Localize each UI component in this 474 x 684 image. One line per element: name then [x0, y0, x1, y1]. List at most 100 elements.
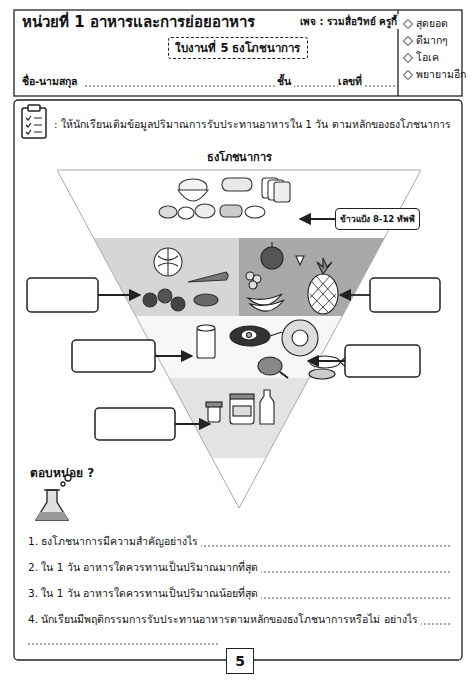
protein-foods	[282, 320, 318, 356]
fruit-foods	[248, 294, 282, 305]
rating-diamond	[404, 19, 413, 28]
vegetable-foods	[188, 272, 228, 282]
section-heading: ตอบหน่อย ?	[30, 466, 97, 481]
question-text: 2. ใน 1 วัน อาหารใดควรทานเป็นปริมาณมากที…	[28, 560, 261, 575]
clipboard-icon	[22, 108, 46, 138]
flask-icon	[44, 489, 60, 490]
fat-sugar-foods	[208, 406, 220, 422]
vegetable-foods	[143, 293, 157, 307]
leader-arrow	[300, 218, 335, 220]
rating-row: พยายามอีก	[403, 66, 461, 83]
answer-box	[72, 340, 155, 372]
protein-foods	[280, 372, 288, 378]
flask-icon	[36, 512, 68, 520]
fruit-foods	[261, 247, 283, 269]
rating-option: ดีมากๆ	[416, 32, 448, 49]
fruit-foods	[246, 272, 254, 280]
rating-diamond	[404, 70, 413, 79]
fat-sugar-foods	[206, 402, 222, 407]
fat-sugar-foods	[260, 390, 274, 424]
protein-foods	[197, 325, 215, 331]
grain-foods	[220, 205, 242, 217]
node-text: ข้าวแป้ง 8-12 ทัพพี	[340, 212, 415, 226]
fruit-foods	[271, 242, 272, 247]
rating-option: โอเค	[416, 49, 439, 66]
fruit-foods	[317, 258, 332, 274]
grain-foods	[179, 179, 207, 195]
rating-option: สุดยอด	[416, 15, 448, 32]
fruit-foods	[250, 300, 284, 311]
grain-foods	[245, 206, 265, 218]
field-label: เลขที่	[338, 74, 365, 89]
flask-icon	[65, 475, 71, 481]
protein-foods	[309, 369, 335, 379]
pyramid-band	[57, 238, 239, 316]
pyramid-band	[57, 316, 421, 378]
question-text: 1. ธงโภชนาการมีความสำคัญอย่างไร	[28, 534, 201, 549]
clipboard-icon	[28, 105, 40, 111]
question-text: 3. ใน 1 วัน อาหารใดควรทานเป็นปริมาณน้อยท…	[28, 586, 261, 601]
question-text: 4. นักเรียนมีพฤติกรรมการรับประทานอาหารตา…	[28, 612, 421, 627]
fat-sugar-foods	[206, 390, 274, 424]
worksheet-title: หน่วยที่ 1 อาหารและการย่อยอาหาร	[22, 12, 255, 32]
grain-foods	[262, 178, 278, 198]
protein-foods	[258, 357, 282, 375]
rating-row: โอเค	[403, 49, 461, 66]
clipboard-icon	[22, 105, 46, 138]
pyramid-bands	[57, 170, 421, 510]
flask-icon	[61, 482, 65, 486]
grain-foods	[178, 190, 208, 201]
rating-diamond	[404, 53, 413, 62]
protein-foods	[270, 332, 282, 336]
page-credit: เพจ : รวมสื่อวิทย์ ครูกี้	[300, 14, 400, 29]
rating-diamond	[403, 53, 413, 63]
page-number-box: 5	[226, 648, 254, 674]
answer-box	[370, 278, 440, 312]
answer-box	[345, 345, 420, 377]
leader-arrow	[155, 355, 192, 357]
clipboard-icon	[26, 116, 42, 134]
pyramid-band	[57, 458, 421, 510]
header-frame	[14, 10, 462, 96]
fat-sugar-foods	[230, 394, 254, 399]
fruit-foods	[308, 274, 338, 314]
pyramid-border	[57, 170, 421, 508]
grain-foods	[274, 182, 290, 202]
pyramid-heading: ธงโภชนาการ	[57, 150, 421, 166]
fat-sugar-foods	[230, 398, 254, 424]
grain-foods	[159, 178, 290, 219]
rating-diamond	[403, 19, 413, 29]
protein-foods	[310, 356, 340, 368]
node-text: 5	[235, 653, 245, 669]
rating-box: สุดยอดดีมากๆโอเคพยายามอีก	[399, 11, 461, 95]
protein-foods	[230, 326, 270, 346]
answer-box	[27, 278, 98, 312]
answer-line	[28, 86, 450, 644]
flask-icon	[36, 490, 68, 520]
field-label: ชื่อ-นามสกุล	[22, 74, 80, 89]
vegetable-foods	[158, 289, 172, 303]
answer-box	[27, 278, 440, 440]
protein-foods	[340, 356, 347, 368]
grain-foods	[178, 207, 194, 219]
fruit-foods	[253, 275, 261, 283]
leader-arrow	[98, 294, 140, 296]
rating-diamond	[404, 36, 413, 45]
leader-arrow	[308, 360, 345, 362]
vegetable-foods	[143, 248, 228, 311]
leader-arrow	[98, 219, 370, 424]
protein-foods	[292, 330, 308, 346]
answer-line	[28, 644, 220, 645]
worksheet-box: ใบงานที่ 5 ธงโภชนาการ	[168, 37, 308, 59]
pyramid-band	[57, 378, 421, 458]
grain-foods	[159, 206, 177, 218]
rating-diamond	[403, 36, 413, 46]
vegetable-foods	[171, 297, 185, 311]
rating-option: พยายามอีก	[416, 66, 466, 83]
content-frame	[14, 100, 462, 660]
vegetable-foods	[158, 248, 178, 276]
leader-arrow	[340, 294, 370, 296]
grain-foods	[195, 204, 215, 218]
rating-row: สุดยอด	[403, 15, 461, 32]
